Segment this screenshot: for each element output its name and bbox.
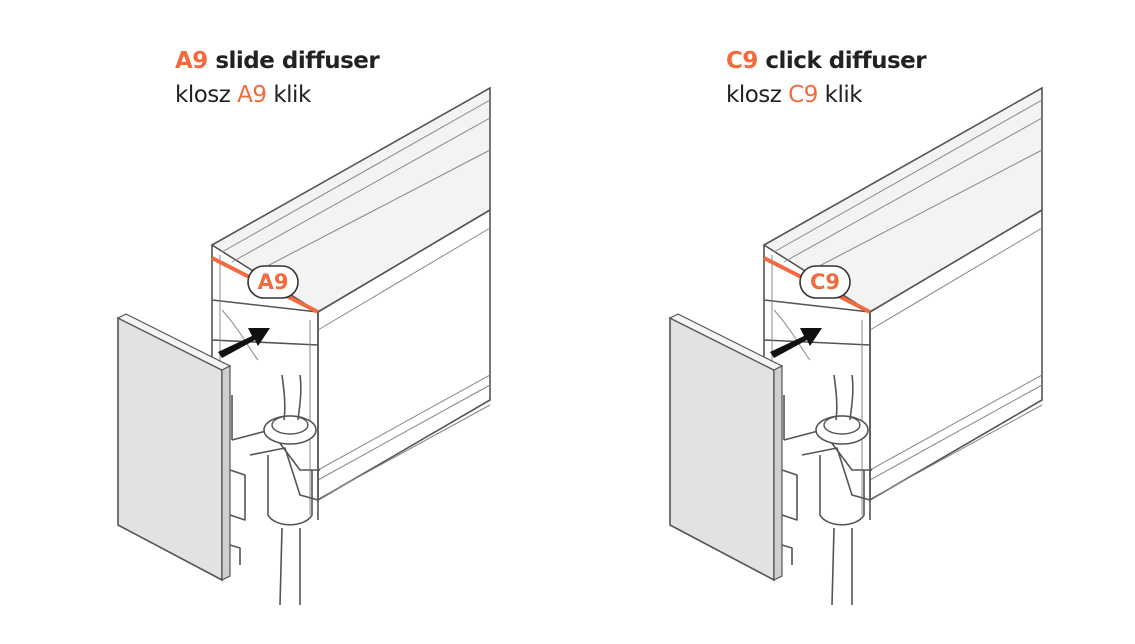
c9-sub-prefix: klosz — [726, 82, 782, 108]
c9-sub-suffix: klik — [824, 82, 863, 108]
a9-title-code: A9 — [175, 48, 208, 74]
c9-caption: C9 click diffuser klosz C9 klik — [726, 44, 927, 112]
c9-title: click diffuser — [765, 48, 927, 74]
c9-badge: C9 — [809, 270, 841, 294]
a9-sub-code: A9 — [237, 82, 267, 108]
c9-title-code: C9 — [726, 48, 758, 74]
a9-sub-prefix: klosz — [175, 82, 231, 108]
a9-profile-drawing — [116, 86, 492, 607]
c9-sub-code: C9 — [788, 82, 818, 108]
a9-sub-suffix: klik — [273, 82, 311, 108]
a9-badge: A9 — [257, 270, 289, 294]
a9-caption: A9 slide diffuser klosz A9 klik — [175, 44, 380, 112]
a9-title: slide diffuser — [215, 48, 380, 74]
c9-profile-drawing — [668, 86, 1044, 607]
